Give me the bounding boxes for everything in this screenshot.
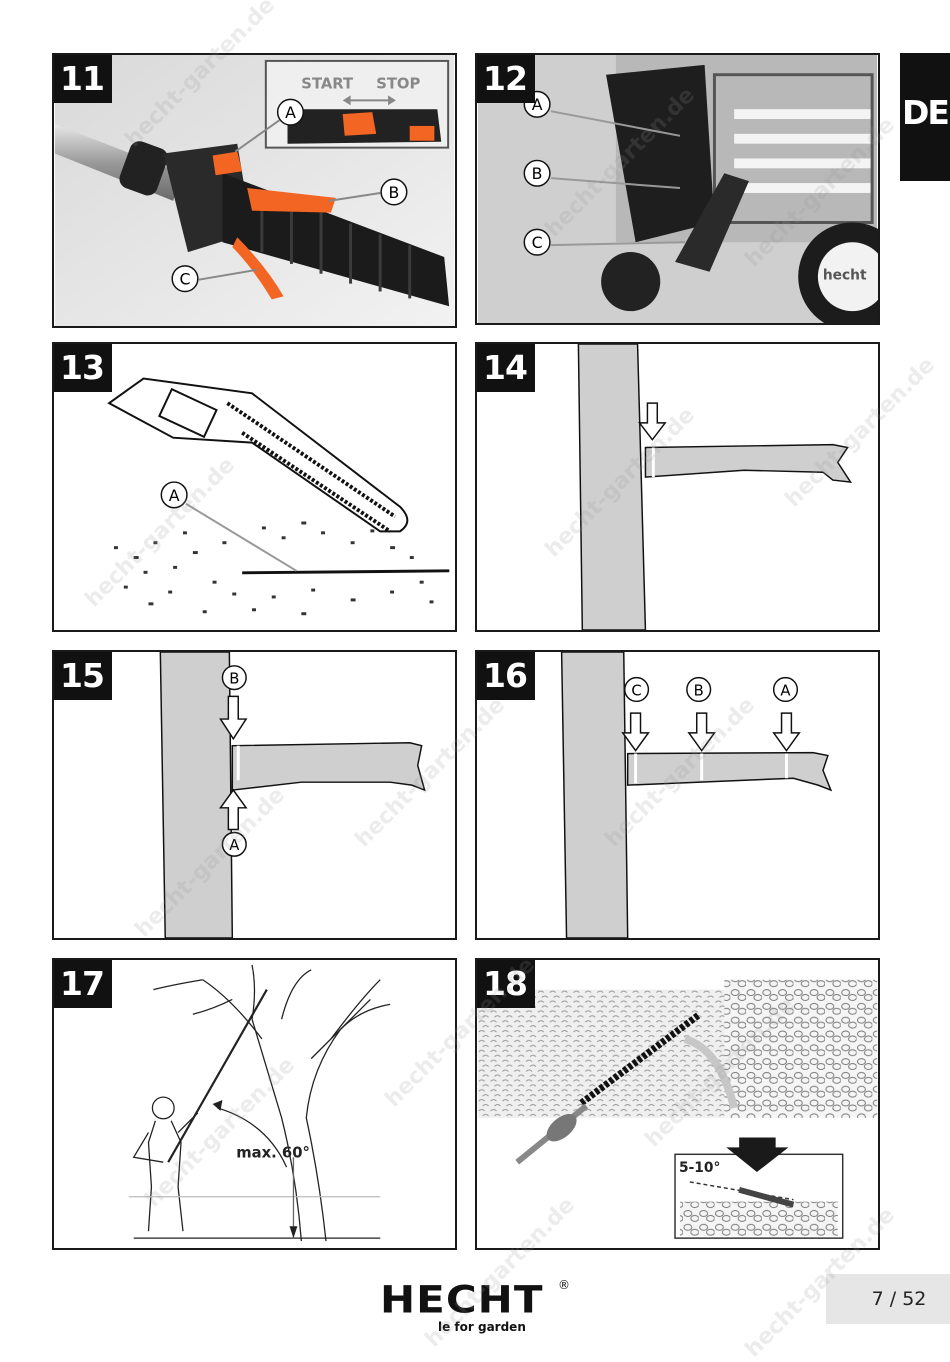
callout-b: B	[694, 682, 704, 699]
figure-18: 18 5-10°	[475, 958, 880, 1250]
callout-a: A	[780, 682, 790, 699]
chain-bar-illustration: A	[54, 344, 455, 630]
callout-c: C	[532, 233, 543, 252]
figure-number: 13	[54, 344, 112, 392]
figure-17: 17 max. 60°	[52, 958, 457, 1250]
page-number: 7 / 52	[826, 1274, 950, 1324]
figure-14: 14	[475, 342, 880, 632]
figure-number: 18	[477, 960, 535, 1008]
figure-number: 15	[54, 652, 112, 700]
figure-number: 12	[477, 55, 535, 103]
figure-number: 11	[54, 55, 112, 103]
figure-12: 12 hecht A B C	[475, 53, 880, 325]
angle-label: max. 60°	[236, 1144, 310, 1161]
stop-label: STOP	[376, 76, 420, 93]
callout-a: A	[229, 837, 239, 854]
callout-c: C	[180, 270, 191, 289]
sectional-cut-illustration: C B A	[477, 652, 878, 938]
callout-a: A	[285, 103, 296, 122]
figure-number: 14	[477, 344, 535, 392]
language-tab: DE	[900, 53, 950, 181]
figure-number: 16	[477, 652, 535, 700]
undercut-illustration: B A	[54, 652, 455, 938]
callout-b: B	[532, 164, 543, 183]
figure-13: 13 A	[52, 342, 457, 632]
figure-16: 16 C B A	[475, 650, 880, 940]
operator-angle-illustration: max. 60°	[54, 960, 455, 1248]
hecht-logo: HECHT ® le for garden	[380, 1277, 570, 1340]
logo-tagline: le for garden	[438, 1320, 526, 1334]
figure-number: 17	[54, 960, 112, 1008]
figure-11: 11 STA	[52, 53, 457, 328]
callout-a: A	[169, 486, 180, 505]
hedge-trimmer-illustration: 5-10°	[477, 960, 878, 1248]
callout-a: A	[532, 95, 543, 114]
start-label: START	[301, 76, 353, 93]
handle-controls-illustration: START STOP A B C	[54, 55, 455, 326]
callout-c: C	[631, 682, 641, 699]
engine-brand-text: hecht	[823, 268, 867, 284]
callout-b: B	[389, 183, 400, 202]
registered-mark: ®	[558, 1278, 570, 1292]
figure-15: 15 B A	[52, 650, 457, 940]
logo-wordmark: HECHT	[380, 1277, 544, 1322]
callout-b: B	[229, 671, 239, 688]
engine-controls-illustration: hecht A B C	[477, 55, 878, 323]
branch-cut-illustration	[477, 344, 878, 630]
angle-label: 5-10°	[679, 1160, 720, 1176]
